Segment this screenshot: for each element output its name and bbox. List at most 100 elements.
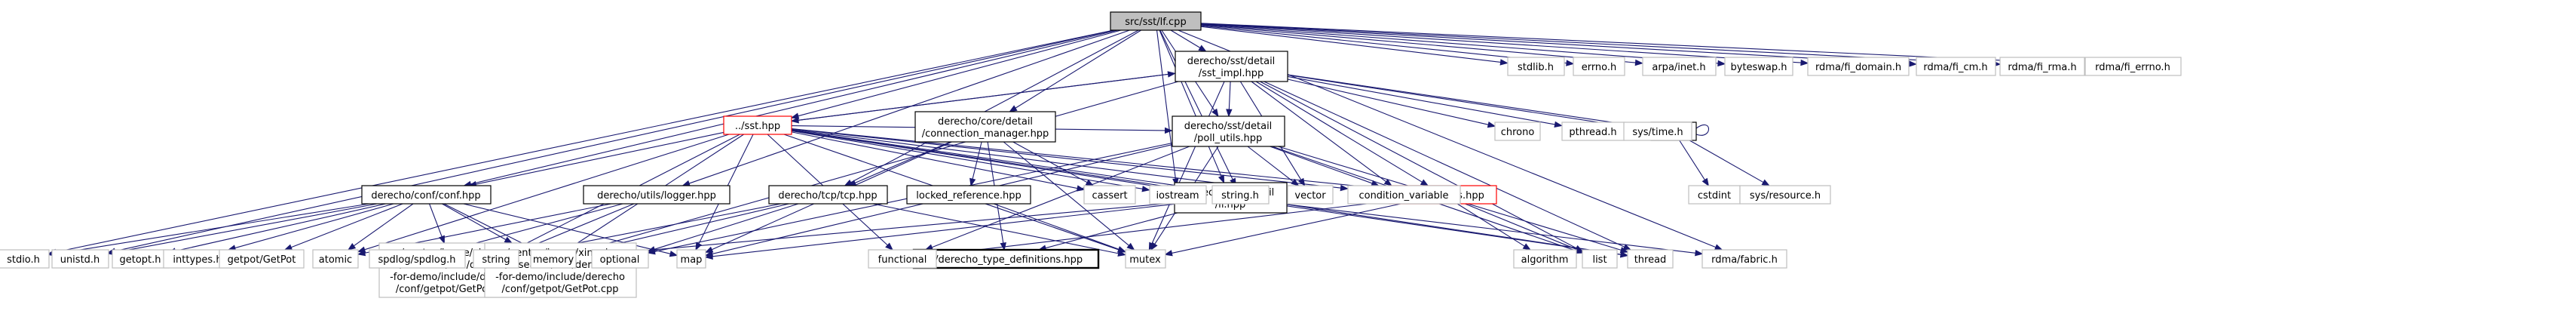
node-label: arpa/inet.h	[1652, 62, 1705, 73]
graph-node-mutex[interactable]: mutex	[1125, 249, 1166, 269]
edge-arrowhead	[347, 243, 357, 251]
edge-arrowhead	[1198, 45, 1207, 52]
node-label: /conf/getpot/GetPot.cpp	[501, 284, 618, 295]
graph-node-sst-impl[interactable]: derecho/sst/detail/sst_impl.hpp	[1175, 51, 1288, 82]
graph-node-memory[interactable]: memory	[530, 249, 577, 269]
edge-line	[1200, 25, 1567, 64]
graph-node-map[interactable]: map	[676, 249, 706, 269]
edge-line	[1287, 74, 1645, 128]
graph-node-spdlog[interactable]: spdlog/spdlog.h	[369, 249, 466, 269]
graph-edge-lf-hpp-to-rdma-fabric	[1286, 204, 1704, 257]
node-box	[1287, 185, 1334, 205]
graph-node-conn-mgr[interactable]: derecho/core/detail/connection_manager.h…	[914, 111, 1056, 143]
graph-node-pthread[interactable]: pthread.h	[1561, 122, 1625, 141]
node-label: string	[482, 254, 510, 266]
edge-line	[791, 128, 1341, 189]
graph-edge-predicates-to-algorithm	[1456, 203, 1532, 251]
edge-arrowhead	[1340, 184, 1349, 192]
node-label: /conf/getpot/GetPot.hpp	[396, 284, 513, 295]
graph-edge-lf-hpp-to-type-defs	[1037, 212, 1178, 251]
graph-edge-root-to-tcp	[844, 29, 1139, 186]
graph-node-fi-cm[interactable]: rdma/fi_cm.h	[1916, 57, 1996, 76]
graph-node-logger[interactable]: derecho/utils/logger.hpp	[583, 185, 731, 205]
graph-node-fi-errno[interactable]: rdma/fi_errno.h	[2084, 57, 2182, 76]
node-label: /connection_manager.hpp	[922, 128, 1049, 140]
graph-node-algorithm[interactable]: algorithm	[1513, 249, 1577, 269]
graph-node-root[interactable]: src/sst/lf.cpp	[1110, 11, 1202, 31]
graph-edge-conf-to-getpot-cpp	[442, 203, 513, 244]
graph-edge-tcp-to-optional	[647, 203, 799, 253]
edge-arrowhead	[790, 112, 800, 119]
graph-node-string[interactable]: string	[473, 249, 519, 269]
graph-node-string-h[interactable]: string.h	[1211, 185, 1270, 205]
edge-line	[1170, 29, 1201, 48]
graph-node-poll-utils[interactable]: derecho/sst/detail/poll_utils.hpp	[1172, 115, 1285, 147]
graph-node-conf[interactable]: derecho/conf/conf.hpp	[361, 185, 492, 205]
edge-line	[1247, 146, 1294, 182]
graph-node-atomic[interactable]: atomic	[312, 249, 359, 269]
node-box	[369, 249, 466, 269]
graph-edge-lf-hpp-to-map	[704, 203, 1175, 260]
graph-node-chrono[interactable]: chrono	[1494, 122, 1541, 141]
node-box	[51, 249, 109, 269]
graph-node-thread[interactable]: thread	[1627, 249, 1674, 269]
node-box	[1627, 249, 1674, 269]
graph-node-cassert[interactable]: cassert	[1083, 185, 1136, 205]
node-label: memory	[533, 254, 574, 266]
graph-node-functional[interactable]: functional	[868, 249, 937, 269]
graph-node-fi-domain[interactable]: rdma/fi_domain.h	[1807, 57, 1910, 76]
node-label: algorithm	[1521, 254, 1569, 266]
node-box	[1175, 51, 1288, 82]
graph-node-locked-ref[interactable]: locked_reference.hpp	[906, 185, 1031, 205]
graph-node-optional[interactable]: optional	[591, 249, 649, 269]
edge-line	[654, 203, 799, 250]
edge-arrowhead	[669, 251, 678, 257]
graph-node-iostream[interactable]: iostream	[1149, 185, 1207, 205]
edge-line	[115, 203, 378, 253]
edge-arrowhead	[1164, 127, 1173, 134]
node-box	[1149, 185, 1207, 205]
graph-node-byteswap[interactable]: byteswap.h	[1724, 57, 1793, 76]
edge-line	[476, 131, 724, 185]
node-box	[583, 185, 731, 205]
graph-node-sst[interactable]: ../sst.hpp	[723, 115, 792, 135]
graph-node-list[interactable]: list	[1582, 249, 1618, 269]
graph-edge-poll-utils-to-vector	[1247, 146, 1300, 186]
edge-arrowhead	[682, 180, 691, 186]
graph-node-vector[interactable]: vector	[1287, 185, 1334, 205]
edge-line	[1679, 140, 1705, 180]
node-box	[868, 249, 937, 269]
graph-node-rdma-fabric[interactable]: rdma/fabric.h	[1702, 249, 1787, 269]
graph-node-getpot-plain[interactable]: getpot/GetPot	[219, 249, 305, 269]
graph-node-getopt[interactable]: getopt.h	[112, 249, 170, 269]
graph-node-stdio[interactable]: stdio.h	[0, 249, 50, 269]
node-label: getopt.h	[119, 254, 161, 266]
edge-arrowhead	[1164, 250, 1173, 257]
node-label: rdma/fi_domain.h	[1815, 62, 1901, 73]
node-box	[1172, 115, 1285, 147]
graph-node-cond-var[interactable]: condition_variable	[1347, 185, 1461, 205]
graph-node-tcp[interactable]: derecho/tcp/tcp.hpp	[768, 185, 888, 205]
graph-node-fi-rma[interactable]: rdma/fi_rma.h	[1999, 57, 2085, 76]
graph-node-sys-resource[interactable]: sys/resource.h	[1739, 185, 1831, 205]
edge-arrowhead	[1634, 59, 1643, 66]
graph-node-errno[interactable]: errno.h	[1573, 57, 1625, 76]
edge-line	[1286, 204, 1696, 254]
edge-line	[942, 200, 1390, 255]
graph-node-stdlib[interactable]: stdlib.h	[1507, 57, 1565, 76]
graph-edge-conf-to-getpot-hpp	[429, 203, 445, 245]
node-box	[1083, 185, 1136, 205]
graph-edge-sst-impl-to-pthread	[1287, 75, 1563, 128]
edge-line	[1251, 81, 1386, 183]
graph-node-type-defs[interactable]: ../derecho_type_definitions.hpp	[912, 248, 1100, 269]
node-label: iostream	[1156, 190, 1199, 202]
graph-node-sys-time[interactable]: sys/time.h	[1623, 122, 1692, 141]
edge-line	[1172, 203, 1401, 254]
graph-edge-sst-to-sst-impl	[791, 71, 1176, 122]
graph-node-cstdint[interactable]: cstdint	[1688, 185, 1741, 205]
graph-node-arpa-inet[interactable]: arpa/inet.h	[1642, 57, 1717, 76]
graph-edge-poll-utils-to-cond-var	[1270, 146, 1380, 186]
graph-node-unistd[interactable]: unistd.h	[51, 249, 109, 269]
graph-edge-root-to-sst	[790, 29, 1122, 119]
node-label: rdma/fabric.h	[1711, 254, 1778, 266]
